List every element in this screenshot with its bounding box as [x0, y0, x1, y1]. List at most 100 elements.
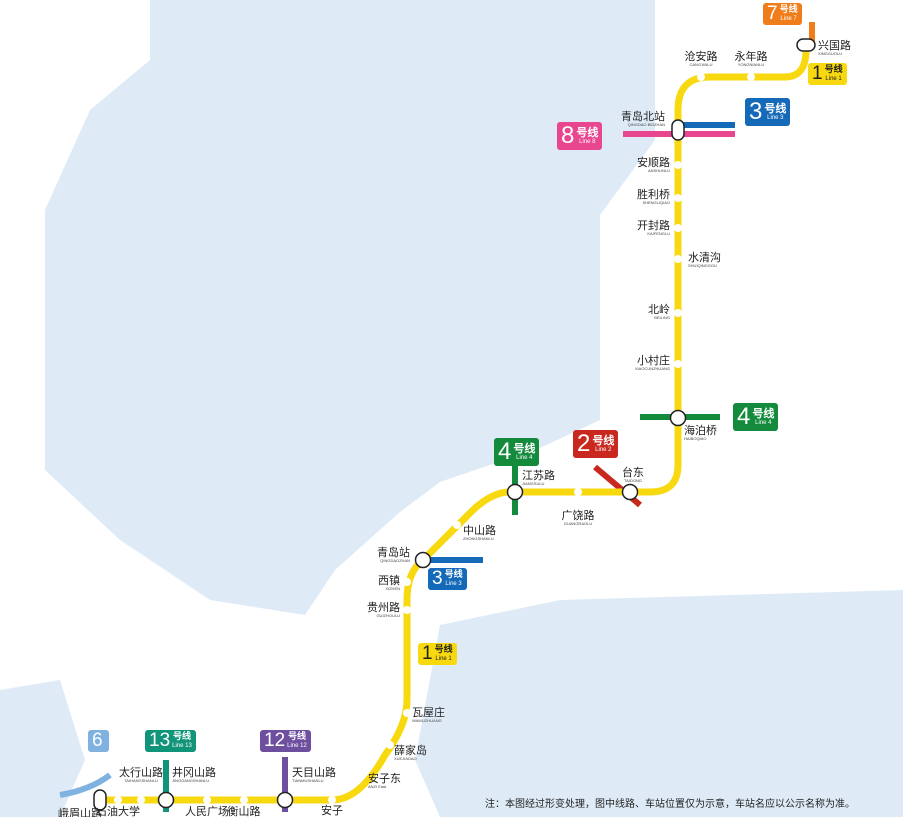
- station-name: 瓦屋庄: [412, 705, 445, 719]
- station-pinyin: KAIFENGLU: [647, 231, 670, 236]
- station-dot[interactable]: [361, 766, 369, 774]
- line6-segment: [59, 772, 112, 798]
- station-name: 青岛北站: [621, 109, 665, 123]
- station-dot[interactable]: [403, 709, 411, 717]
- station-dot[interactable]: [674, 360, 682, 368]
- station-name: 峨眉山路: [58, 807, 102, 817]
- station-pinyin: ANZI East: [368, 784, 387, 789]
- water-bay: [45, 0, 655, 615]
- interchange-marker[interactable]: [669, 409, 687, 427]
- station-pinyin: JIANGSULU: [522, 481, 545, 486]
- station-dot[interactable]: [403, 606, 411, 614]
- station-name: 石油大学: [96, 804, 140, 817]
- interchange-marker[interactable]: [796, 38, 816, 52]
- station-name: 安子东: [368, 771, 401, 785]
- station-name: 贵州路: [367, 601, 400, 614]
- interchange-marker[interactable]: [157, 791, 175, 809]
- station-name: 北岭: [648, 302, 670, 316]
- station-dot[interactable]: [114, 796, 122, 804]
- station-name: 人民广场: [185, 804, 229, 817]
- station-pinyin: TAIHANGSHANLU: [124, 778, 158, 783]
- station-dot[interactable]: [240, 796, 248, 804]
- station-pinyin: XINGGUOLU: [818, 51, 842, 56]
- line-label-en: Line 4: [516, 455, 533, 461]
- station-dot[interactable]: [747, 73, 755, 81]
- line-number: 3: [749, 98, 763, 125]
- station-dot[interactable]: [697, 73, 705, 81]
- station-dot[interactable]: [674, 255, 682, 263]
- line-number: 1: [422, 643, 433, 664]
- station-pinyin: BEILING: [654, 315, 670, 320]
- station-dot[interactable]: [403, 578, 411, 586]
- station-pinyin: XIAOCUNZHUANG: [635, 366, 670, 371]
- line-label-cn: 号线: [444, 570, 463, 580]
- line-number: 4: [498, 438, 512, 465]
- line-label-cn: 号线: [513, 442, 536, 455]
- station-dot[interactable]: [574, 488, 582, 496]
- interchange-marker[interactable]: [93, 789, 107, 811]
- station-dot[interactable]: [386, 741, 394, 749]
- station[interactable]: 峨眉山路EMEISHANLU: [58, 789, 107, 817]
- station-dot[interactable]: [328, 796, 336, 804]
- line-label-cn: 号线: [752, 407, 775, 420]
- stations: 兴国路XINGGUOLU永年路YONGNIANLU沧安路CANG'ANLU青岛北…: [58, 38, 851, 817]
- disclaimer-note: 注：本图经过形变处理，图中线路、车站位置仅为示意，车站名应以公示名称为准。: [485, 799, 855, 810]
- interchange-marker[interactable]: [621, 483, 639, 501]
- station-dot[interactable]: [453, 521, 461, 529]
- station-pinyin: WAWUZHUANG: [412, 718, 442, 723]
- station-name: 天目山路: [292, 766, 336, 779]
- interchange-marker[interactable]: [671, 119, 685, 141]
- line-label-cn: 号线: [576, 126, 599, 139]
- interchange-marker[interactable]: [414, 551, 432, 569]
- line-label-en: Line 2: [595, 447, 612, 453]
- station-name: 安子: [321, 803, 343, 817]
- station-dot[interactable]: [203, 796, 211, 804]
- interchange-marker[interactable]: [276, 791, 294, 809]
- station-dot[interactable]: [674, 194, 682, 202]
- line-label-en: Line 13: [172, 743, 192, 749]
- interchange-marker[interactable]: [506, 483, 524, 501]
- water-sea: [415, 590, 903, 817]
- station-dot[interactable]: [674, 309, 682, 317]
- line-number: 2: [577, 430, 591, 457]
- station-dot[interactable]: [674, 161, 682, 169]
- station-dot[interactable]: [674, 224, 682, 232]
- station-pinyin: SHENGLIQIAO: [642, 200, 670, 205]
- station[interactable]: 衡山路HENGSHANLU: [228, 796, 261, 817]
- station-pinyin: HAIBOQIAO: [684, 436, 706, 441]
- station-pinyin: GUIZHOULU: [376, 613, 400, 618]
- station[interactable]: 石油大学SHIYOUDAXUE: [96, 796, 140, 817]
- station-name: 海泊桥: [684, 423, 717, 437]
- station[interactable]: 人民广场RENMINGUANGCHANG: [185, 796, 230, 817]
- station-dot[interactable]: [137, 796, 145, 804]
